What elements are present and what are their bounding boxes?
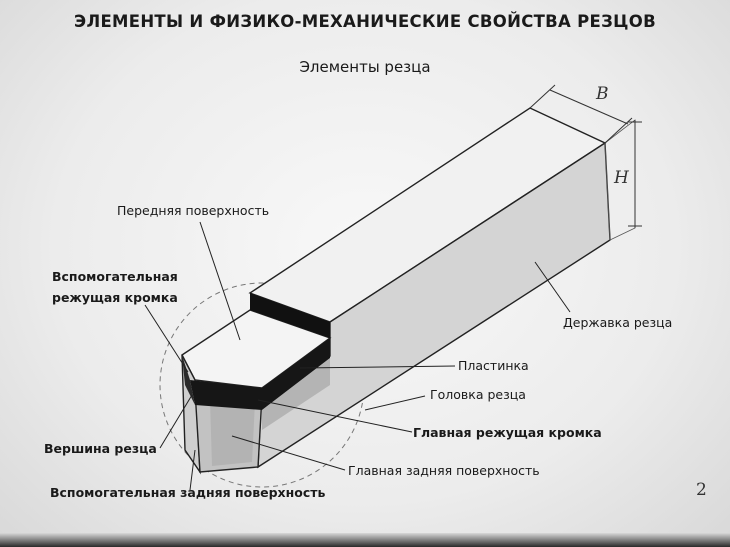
label-insert-plate: Пластинка <box>458 358 529 373</box>
label-front-surface: Передняя поверхность <box>117 203 270 218</box>
insert-top-strip <box>250 293 330 338</box>
label-main-cutting-edge: Главная режущая кромка <box>413 425 602 440</box>
dimension-lines <box>529 84 642 228</box>
label-main-flank: Главная задняя поверхность <box>348 463 540 478</box>
slide-title: ЭЛЕМЕНТЫ И ФИЗИКО-МЕХАНИЧЕСКИЕ СВОЙСТВА … <box>74 12 656 31</box>
main-flank-shade <box>210 400 255 466</box>
label-aux-cutting-edge-line1: Вспомогательная <box>52 269 178 284</box>
head-side-shade <box>262 358 330 430</box>
dimension-height-label: H <box>614 168 629 188</box>
label-aux-cutting-edge-line2: режущая кромка <box>52 290 178 305</box>
insert-front-strip <box>190 338 330 410</box>
label-aux-flank: Вспомогательная задняя поверхность <box>50 485 326 500</box>
label-tool-tip: Вершина резца <box>44 441 157 456</box>
leader-lines <box>144 221 571 491</box>
page-number: 2 <box>696 480 707 500</box>
slide-subtitle: Элементы резца <box>299 58 431 76</box>
label-tool-head: Головка резца <box>430 387 526 402</box>
dimension-width-label: B <box>596 84 609 104</box>
label-tool-holder: Державка резца <box>563 315 673 330</box>
